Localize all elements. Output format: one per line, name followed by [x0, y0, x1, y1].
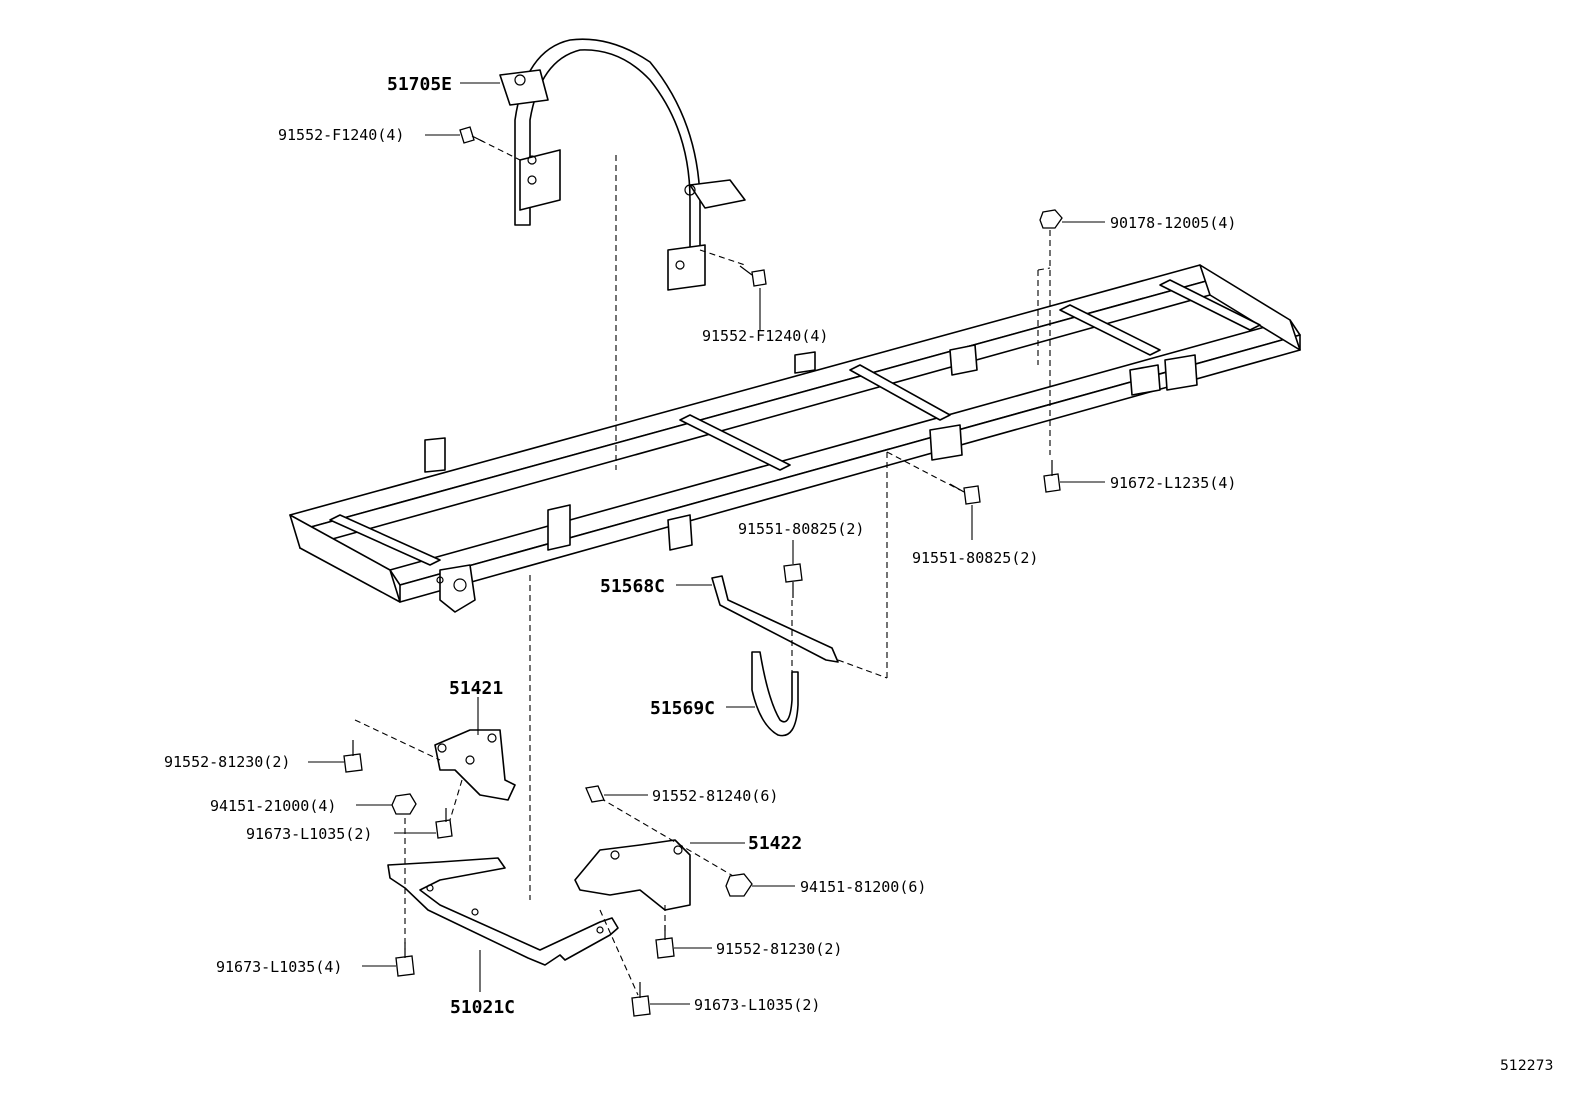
label-nut-rear-top: 90178-12005(4) [1110, 214, 1236, 232]
upper-bracket-part [499, 38, 746, 291]
label-bolt-mid-right: 91551-80825(2) [912, 549, 1038, 567]
alignment-lines [354, 139, 1051, 996]
bolt-icon-crossmember-left [395, 942, 415, 977]
label-bolt-mount-left-lower: 91673-L1035(2) [246, 825, 372, 843]
label-bolt-upper-left: 91552-F1240(4) [278, 126, 404, 144]
bolt-icon-mount-left [343, 740, 363, 773]
bolt-icon-mount-right-lower [655, 925, 675, 959]
bolt-icon-mount-right [585, 785, 605, 803]
nut-icon-rear-top [1039, 209, 1063, 229]
label-bolt-upper-right: 91552-F1240(4) [702, 327, 828, 345]
right-mount-part [574, 839, 691, 911]
bolt-icon-mount-left-lower [435, 808, 453, 839]
label-right-mount: 51422 [748, 833, 802, 854]
label-nut-mount-right: 94151-81200(6) [800, 878, 926, 896]
bolt-icon-rear-bottom [1043, 460, 1061, 493]
bolt-icon-crossmember-right [631, 982, 651, 1017]
bolt-icon-mid-center [783, 563, 803, 598]
chassis-frame-part [289, 264, 1301, 613]
strap-part [751, 651, 799, 737]
label-bolt-crossmember-right: 91673-L1035(2) [694, 996, 820, 1014]
nut-icon-mount-right [725, 873, 753, 897]
diagram-reference-number: 512273 [1500, 1058, 1553, 1074]
nut-icon-mount-left [391, 793, 417, 815]
label-left-mount: 51421 [449, 678, 503, 699]
bolt-icon-upper-right [739, 265, 767, 287]
label-nut-mount-left: 94151-21000(4) [210, 797, 336, 815]
label-bolt-mount-left: 91552-81230(2) [164, 753, 290, 771]
label-strap: 51569C [650, 698, 715, 719]
bolt-icon-mid-right [949, 483, 981, 505]
label-bolt-rear-bottom: 91672-L1235(4) [1110, 474, 1236, 492]
label-bolt-mid-center: 91551-80825(2) [738, 520, 864, 538]
mid-bracket-part [711, 575, 839, 663]
label-bolt-mount-right-lower: 91552-81230(2) [716, 940, 842, 958]
leader-lines [308, 82, 1105, 1005]
label-bolt-crossmember-left: 91673-L1035(4) [216, 958, 342, 976]
bolt-icon-upper-left [459, 126, 485, 144]
label-upper-bracket: 51705E [387, 74, 452, 95]
label-crossmember: 51021C [450, 997, 515, 1018]
label-bolt-mount-right: 91552-81240(6) [652, 787, 778, 805]
left-mount-part [434, 729, 516, 801]
crossmember-part [387, 857, 619, 966]
label-mid-bracket: 51568C [600, 576, 665, 597]
